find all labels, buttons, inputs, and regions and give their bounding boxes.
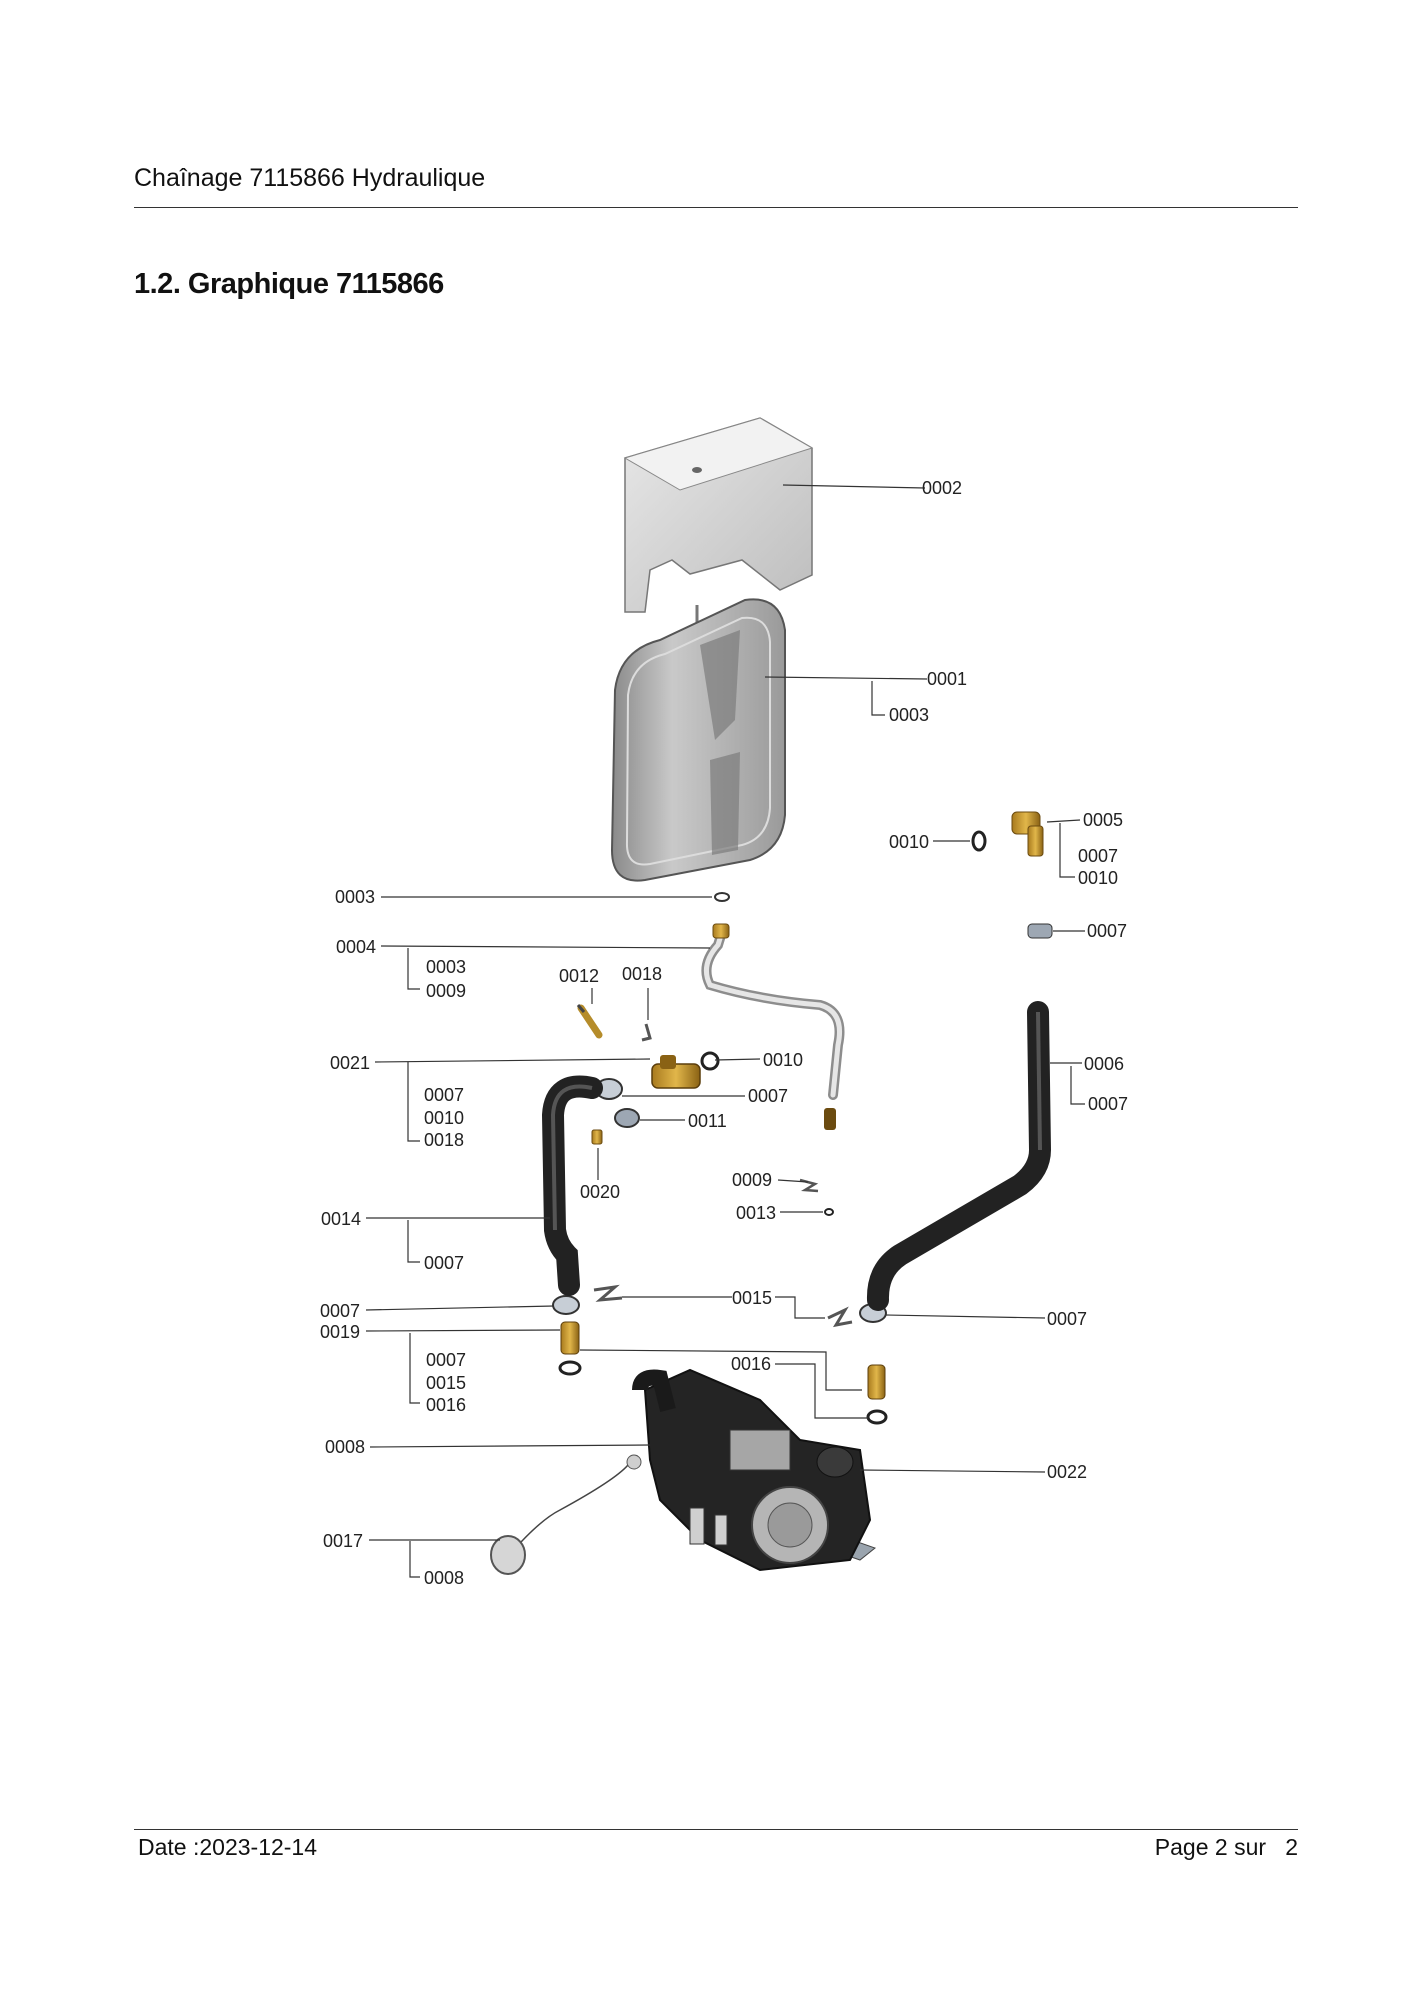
callout-0015: 0015 xyxy=(732,1288,772,1308)
part-sensor-0012 xyxy=(576,1004,603,1039)
header-divider xyxy=(134,207,1298,208)
callout-0005: 0005 xyxy=(1083,810,1123,830)
callout-0004: 0004 xyxy=(336,937,376,957)
part-expansion-tank-0001 xyxy=(610,598,786,882)
part-o-ring-0016-left xyxy=(558,1360,582,1376)
section-heading: 1.2. Graphique 7115866 xyxy=(134,268,444,300)
callout-0010-mid: 0010 xyxy=(763,1050,803,1070)
callout-0007-sub: 0007 xyxy=(424,1085,464,1105)
part-cover-0002 xyxy=(623,417,814,613)
part-o-ring-0003 xyxy=(714,892,730,902)
part-pressure-gauge-0017 xyxy=(490,1454,642,1575)
part-o-ring-0013 xyxy=(824,1208,834,1216)
callout-0016-fit: 0016 xyxy=(426,1395,466,1415)
part-fitting-0011 xyxy=(614,1108,640,1128)
part-fitting-0019 xyxy=(560,1321,580,1355)
callout-0001: 0001 xyxy=(927,669,967,689)
part-clip-0015-left xyxy=(593,1284,623,1302)
part-o-ring-0010-top xyxy=(971,830,987,852)
callout-0007-fit: 0007 xyxy=(426,1350,466,1370)
callout-0006: 0006 xyxy=(1084,1054,1124,1074)
footer-date: Date :2023-12-14 xyxy=(138,1834,318,1860)
callout-0008: 0008 xyxy=(325,1437,365,1457)
callout-0018: 0018 xyxy=(622,964,662,984)
callout-0010-sub: 0010 xyxy=(424,1108,464,1128)
part-connector-0021 xyxy=(651,1055,701,1089)
part-clip-0015-right xyxy=(827,1306,853,1328)
callout-0017: 0017 xyxy=(323,1531,363,1551)
callout-0011: 0011 xyxy=(688,1111,727,1131)
footer-page-number: Page 2 sur 2 xyxy=(1154,1834,1298,1860)
callout-0002: 0002 xyxy=(922,478,962,498)
callout-0010-left: 0010 xyxy=(889,832,929,852)
part-o-ring-0016-right xyxy=(866,1409,888,1425)
part-hose-0006 xyxy=(866,1001,1052,1311)
callout-0007: 0007 xyxy=(1078,846,1118,866)
footer-divider xyxy=(134,1829,1298,1830)
callout-0021: 0021 xyxy=(330,1053,370,1073)
callout-0003-left: 0003 xyxy=(335,887,375,907)
document-header-title: Chaînage 7115866 Hydraulique xyxy=(134,164,486,192)
callout-0007-hose-left: 0007 xyxy=(424,1253,464,1273)
callout-0018-sub: 0018 xyxy=(424,1130,464,1150)
callout-0013: 0013 xyxy=(736,1203,776,1223)
leader-lines xyxy=(365,484,1085,1578)
part-fitting-0016 xyxy=(867,1364,886,1400)
callout-0019: 0019 xyxy=(320,1322,360,1342)
callout-0007-mid: 0007 xyxy=(748,1086,788,1106)
part-o-ring-0010-mid xyxy=(700,1051,720,1071)
part-clamp-0007-top-right xyxy=(1027,923,1053,939)
callout-0014: 0014 xyxy=(321,1209,361,1229)
part-brass-elbow-0005 xyxy=(1011,811,1044,857)
part-fitting-0020 xyxy=(591,1129,603,1145)
callout-0012: 0012 xyxy=(559,966,599,986)
part-pipe-0004 xyxy=(701,923,845,1130)
callout-labels: 0002 0001 0003 0005 0007 0010 0010 0007 … xyxy=(320,478,1128,1588)
callout-0003-sub: 0003 xyxy=(426,957,466,977)
callout-0003: 0003 xyxy=(889,705,929,725)
part-pump-group-0022 xyxy=(632,1368,877,1572)
callout-0015-fit: 0015 xyxy=(426,1373,466,1393)
callout-0010: 0010 xyxy=(1078,868,1118,888)
callout-0008-sub: 0008 xyxy=(424,1568,464,1588)
callout-0020: 0020 xyxy=(580,1182,620,1202)
callout-0022: 0022 xyxy=(1047,1462,1087,1482)
callout-0007-clamp: 0007 xyxy=(320,1301,360,1321)
callout-0007-right: 0007 xyxy=(1087,921,1127,941)
part-clamp-0007-lower-left xyxy=(552,1295,580,1315)
callout-0009: 0009 xyxy=(732,1170,772,1190)
callout-0007-hose: 0007 xyxy=(1088,1094,1128,1114)
callout-0007-clamp-right: 0007 xyxy=(1047,1309,1087,1329)
callout-0009-sub: 0009 xyxy=(426,981,466,1001)
part-hose-0014 xyxy=(541,1075,603,1296)
callout-0016: 0016 xyxy=(731,1354,771,1374)
part-clip-0018 xyxy=(641,1023,652,1042)
